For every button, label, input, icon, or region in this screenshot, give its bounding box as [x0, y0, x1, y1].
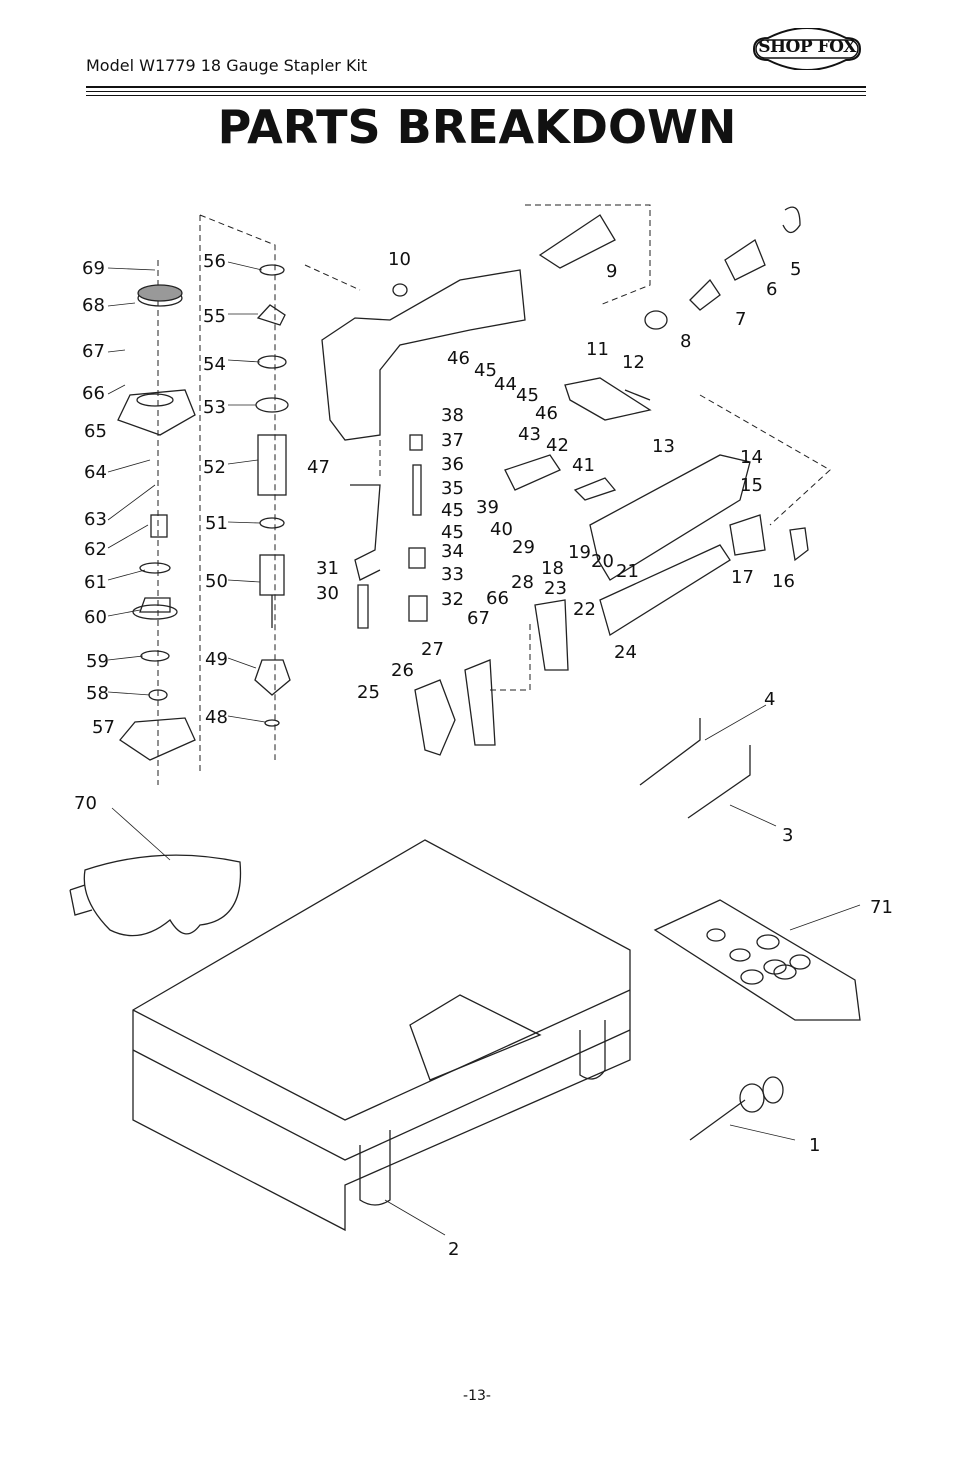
page-number: -13-	[463, 1388, 491, 1404]
callout-label: 16	[772, 571, 795, 592]
callout-label: 6	[766, 279, 778, 300]
callout-label: 40	[490, 519, 513, 540]
callout-label: 46	[535, 403, 558, 424]
callout-label: 69	[82, 258, 105, 279]
callout-label: 39	[476, 497, 499, 518]
callout-label: 22	[573, 599, 596, 620]
callout-label: 43	[518, 424, 541, 445]
callout-label: 1	[809, 1135, 821, 1156]
callout-label: 56	[203, 251, 226, 272]
callout-label: 68	[82, 295, 105, 316]
header-rule	[86, 91, 866, 92]
callout-label: 70	[74, 793, 97, 814]
callout-label: 18	[541, 558, 564, 579]
callout-label: 66	[82, 383, 105, 404]
callout-label: 42	[546, 435, 569, 456]
callout-label: 17	[731, 567, 754, 588]
callout-label: 44	[494, 374, 517, 395]
callout-label: 51	[205, 513, 228, 534]
callout-label: 63	[84, 509, 107, 530]
header-rule	[86, 95, 866, 96]
logo-text: SHOP FOX	[758, 37, 856, 57]
header-rule	[86, 86, 866, 88]
callout-label: 13	[652, 436, 675, 457]
callout-label: 62	[84, 539, 107, 560]
safety-goggles	[69, 854, 242, 937]
callout-label: 37	[441, 430, 464, 451]
callout-label: 55	[203, 306, 226, 327]
callout-label: 67	[467, 608, 490, 629]
shop-fox-logo: SHOP FOX	[748, 28, 866, 70]
callout-label: 57	[92, 717, 115, 738]
callout-label: 14	[740, 447, 763, 468]
callout-label: 15	[740, 475, 763, 496]
callout-label: 12	[622, 352, 645, 373]
callout-label: 54	[203, 354, 226, 375]
callout-label: 11	[586, 339, 609, 360]
callout-label: 9	[606, 261, 618, 282]
callout-label: 5	[790, 259, 802, 280]
callout-label: 47	[307, 457, 330, 478]
nozzle-tool	[689, 1076, 784, 1141]
callout-label: 59	[86, 651, 109, 672]
callout-label: 58	[86, 683, 109, 704]
callout-label: 30	[316, 583, 339, 604]
hex-keys	[639, 718, 751, 819]
callout-label: 7	[735, 309, 747, 330]
callout-label: 50	[205, 571, 228, 592]
callout-label: 10	[388, 249, 411, 270]
callout-label: 66	[486, 588, 509, 609]
callout-label: 35	[441, 478, 464, 499]
callout-label: 67	[82, 341, 105, 362]
callout-label: 3	[782, 825, 794, 846]
model-title: Model W1779 18 Gauge Stapler Kit	[86, 56, 368, 75]
callout-label: 65	[84, 421, 107, 442]
callout-label: 23	[544, 578, 567, 599]
callout-label: 60	[84, 607, 107, 628]
carrying-case	[132, 839, 631, 1232]
callout-label: 34	[441, 541, 464, 562]
callout-label: 2	[448, 1239, 460, 1260]
callout-label: 36	[441, 454, 464, 475]
callout-label: 46	[447, 348, 470, 369]
assembly-lines	[157, 204, 831, 785]
callout-label: 29	[512, 537, 535, 558]
callout-label: 24	[614, 642, 637, 663]
callout-label: 41	[572, 455, 595, 476]
stapler-body	[321, 206, 809, 756]
callout-label: 61	[84, 572, 107, 593]
callout-label: 45	[441, 500, 464, 521]
callout-label: 4	[764, 689, 776, 710]
callout-label: 20	[591, 551, 614, 572]
callout-label: 45	[474, 360, 497, 381]
page-title: PARTS BREAKDOWN	[217, 100, 737, 154]
callout-label: 38	[441, 405, 464, 426]
callout-label: 28	[511, 572, 534, 593]
callout-label: 21	[616, 561, 639, 582]
callout-label: 32	[441, 589, 464, 610]
callout-label: 45	[441, 522, 464, 543]
callout-label: 25	[357, 682, 380, 703]
callout-label: 8	[680, 331, 692, 352]
cap-assembly	[117, 284, 196, 761]
callout-label: 71	[870, 897, 893, 918]
callout-label: 49	[205, 649, 228, 670]
callout-label: 33	[441, 564, 464, 585]
callout-label: 52	[203, 457, 226, 478]
callout-label: 26	[391, 660, 414, 681]
callout-label: 53	[203, 397, 226, 418]
cylinder-assembly	[254, 264, 291, 727]
callout-label: 48	[205, 707, 228, 728]
nozzle-kit	[653, 899, 861, 1021]
callout-label: 19	[568, 542, 591, 563]
callout-label: 27	[421, 639, 444, 660]
leader-lines	[107, 261, 861, 1236]
callout-label: 64	[84, 462, 107, 483]
callout-label: 45	[516, 385, 539, 406]
callout-label: 31	[316, 558, 339, 579]
